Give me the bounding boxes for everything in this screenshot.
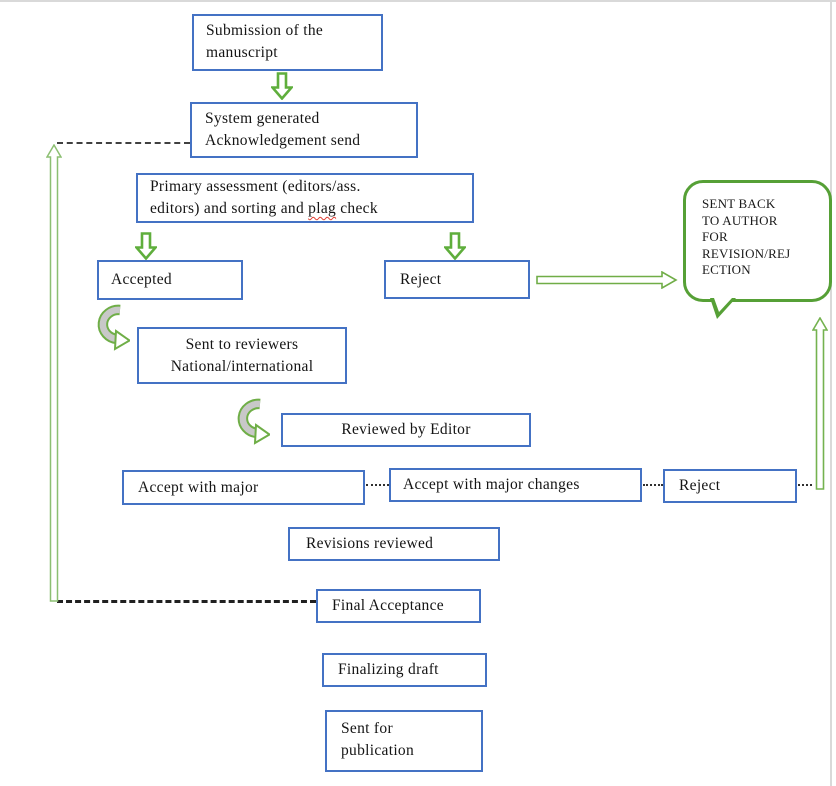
dashed-connector-top [57,142,190,144]
misspelled-word: plag [308,200,337,217]
curved-arrow-icon [237,398,270,445]
box-final-acceptance: Final Acceptance [316,589,481,623]
dotted-connector-1 [366,484,389,486]
page-right-edge [830,0,832,786]
box-reject-final: Reject [663,469,797,503]
page-top-edge [0,0,836,2]
box-accept-with-major-changes: Accept with major changes [389,468,642,502]
curved-arrow-icon [97,304,130,351]
box-revisions-reviewed: Revisions reviewed [288,527,500,561]
down-arrow-icon [271,72,293,100]
box-submission: Submission of the manuscript [192,14,383,71]
box-accept-with-major: Accept with major [122,470,365,505]
right-arrow-icon [536,271,678,289]
box-acknowledgement: System generated Acknowledgement send [190,102,418,158]
box-reject-initial: Reject [384,260,530,299]
dotted-connector-2 [643,484,663,486]
down-arrow-icon [135,232,157,260]
dotted-connector-3 [798,484,812,486]
speech-bubble-sent-back: SENT BACK TO AUTHOR FOR REVISION/REJ ECT… [683,180,832,319]
box-reviewed-by-editor: Reviewed by Editor [281,413,531,447]
box-finalizing-draft: Finalizing draft [322,653,487,687]
box-primary-assessment: Primary assessment (editors/ass. editors… [136,173,474,223]
primary-line2: editors) and sorting and plag check [150,200,378,217]
up-arrow-long-right-icon [812,317,828,490]
primary-line1: Primary assessment (editors/ass. [150,178,361,195]
down-arrow-icon [444,232,466,260]
box-sent-to-reviewers: Sent to reviewers National/international [137,327,347,384]
box-sent-for-publication: Sent for publication [325,710,483,772]
box-accepted: Accepted [97,260,243,300]
up-arrow-long-left-icon [46,144,62,602]
dashed-connector-bottom [57,600,316,603]
